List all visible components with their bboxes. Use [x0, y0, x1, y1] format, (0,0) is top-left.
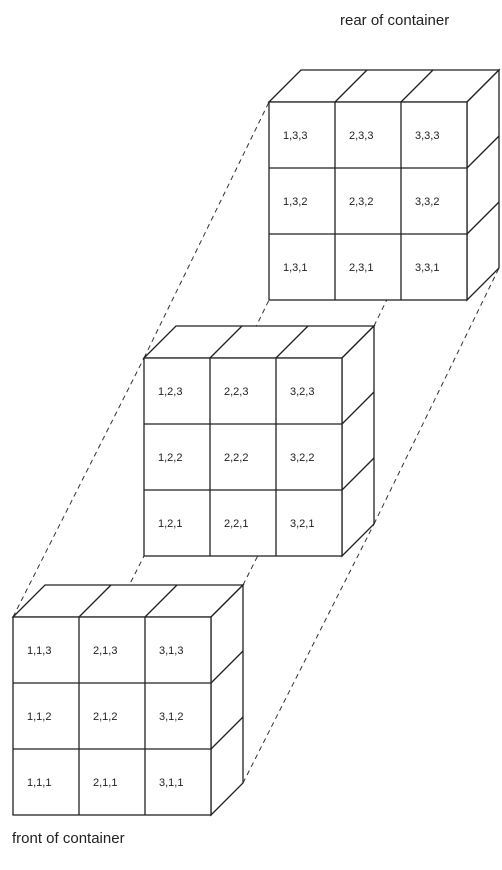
layer-top-face — [11, 584, 245, 618]
grid-line — [209, 325, 243, 359]
layer-middle: 1,2,3 2,2,3 3,2,3 1,2,2 2,2,2 3,2,2 1,2,1 2,2,1… — [142, 324, 376, 558]
layer-front: 1,1,3 2,1,3 3,1,3 1,1,2 2,1,2 3,1,2 1,1,1 2,1,1… — [11, 583, 245, 817]
layer-side-face — [341, 324, 375, 558]
cell-label: 3,1,3 — [159, 645, 183, 657]
cell-label: 3,3,2 — [415, 196, 439, 208]
cell-label: 3,1,2 — [159, 711, 183, 723]
grid-line — [341, 457, 375, 491]
cell-label: 2,3,3 — [349, 130, 373, 142]
cell-label: 1,3,2 — [283, 196, 307, 208]
layer-top-face — [142, 325, 376, 359]
cell-label: 1,2,2 — [158, 452, 182, 464]
cell-label: 3,3,3 — [415, 130, 439, 142]
cell-label: 3,1,1 — [159, 777, 183, 789]
dashed-guide-line — [373, 267, 500, 525]
grid-line — [210, 716, 244, 750]
grid-line — [466, 201, 500, 235]
layer-front-face — [268, 101, 468, 301]
cell-label: 2,2,1 — [224, 518, 248, 530]
cell-label: 2,2,3 — [224, 386, 248, 398]
rear-of-container-label: rear of container — [340, 12, 450, 29]
cell-label: 2,3,1 — [349, 262, 373, 274]
cell-label: 1,3,1 — [283, 262, 307, 274]
cell-label: 1,1,3 — [27, 645, 51, 657]
cell-label: 1,2,1 — [158, 518, 182, 530]
cell-label: 3,2,2 — [290, 452, 314, 464]
dashed-guide-line — [242, 523, 375, 784]
cell-label: 2,3,2 — [349, 196, 373, 208]
front-of-container-label: front of container — [12, 830, 125, 847]
cell-label: 3,2,3 — [290, 386, 314, 398]
cell-label: 2,1,2 — [93, 711, 117, 723]
layer-side-face — [210, 583, 244, 817]
grid-line — [144, 584, 178, 618]
grid-line — [78, 584, 112, 618]
layer-side-face — [466, 68, 500, 302]
cell-label: 2,1,3 — [93, 645, 117, 657]
cell-label: 1,1,1 — [27, 777, 51, 789]
grid-line — [466, 135, 500, 169]
grid-line — [210, 650, 244, 684]
layer-front-face — [12, 616, 212, 816]
container-layers: 1,3,3 2,3,3 3,3,3 1,3,2 2,3,2 3,3,2 1,3,1 2,3,1… — [11, 68, 501, 817]
layer-front-face — [143, 357, 343, 557]
layer-rear: 1,3,3 2,3,3 3,3,3 1,3,2 2,3,2 3,3,2 1,3,1 2,3,1… — [267, 68, 501, 302]
cell-label: 3,3,1 — [415, 262, 439, 274]
cell-label: 3,2,1 — [290, 518, 314, 530]
grid-line — [341, 391, 375, 425]
grid-line — [334, 69, 368, 103]
dashed-guide-line — [143, 101, 270, 359]
cell-label: 2,2,2 — [224, 452, 248, 464]
cell-label: 1,2,3 — [158, 386, 182, 398]
cell-label: 1,1,2 — [27, 711, 51, 723]
cell-label: 1,3,3 — [283, 130, 307, 142]
grid-line — [275, 325, 309, 359]
grid-line — [400, 69, 434, 103]
cell-label: 2,1,1 — [93, 777, 117, 789]
layer-top-face — [267, 69, 501, 103]
dashed-guide-line — [12, 357, 145, 618]
